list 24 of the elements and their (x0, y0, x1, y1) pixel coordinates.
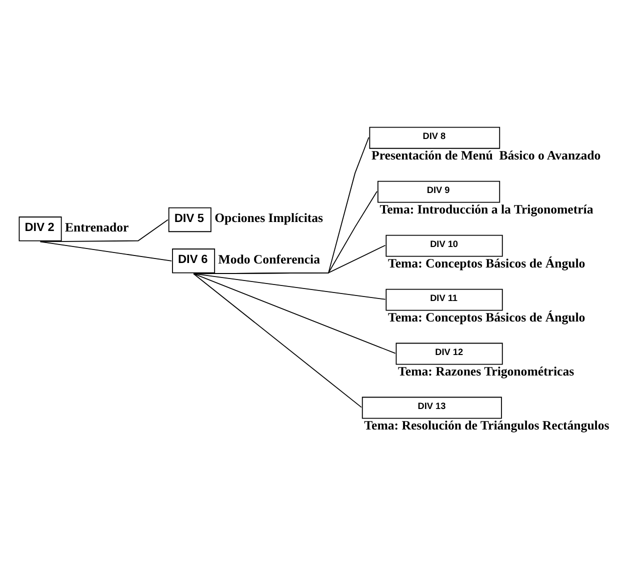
node-box: DIV 10 (386, 234, 503, 256)
node-label: Tema: Introducción a la Trigonometría (380, 202, 594, 216)
connector (193, 272, 386, 300)
node-label: Entrenador (64, 220, 129, 234)
node-label: Tema: Conceptos Básicos de Ángulo (388, 256, 586, 270)
connector (193, 244, 386, 274)
node-box: DIV 13 (362, 396, 502, 418)
node-box: DIV 9 (377, 180, 500, 202)
connector (193, 272, 396, 354)
connector (40, 240, 172, 261)
node-label: Tema: Razones Trigonométricas (398, 364, 574, 378)
node-label: Tema: Conceptos Básicos de Ángulo (388, 310, 586, 324)
node-box: DIV 12 (396, 342, 503, 364)
node-label: Opciones Implícitas (214, 210, 324, 225)
connector (193, 272, 362, 408)
node-box: DIV 5 (168, 206, 212, 232)
node-box: DIV 2 (18, 216, 62, 241)
node-label: Presentación de Menú Básico o Avanzado (372, 148, 601, 162)
node-label: Modo Conferencia (218, 252, 320, 266)
node-box: DIV 8 (369, 126, 500, 148)
node-label: Tema: Resolución de Triángulos Rectángulos (364, 418, 610, 432)
connector (40, 218, 168, 242)
node-box: DIV 11 (386, 288, 503, 310)
node-box: DIV 6 (172, 248, 216, 273)
